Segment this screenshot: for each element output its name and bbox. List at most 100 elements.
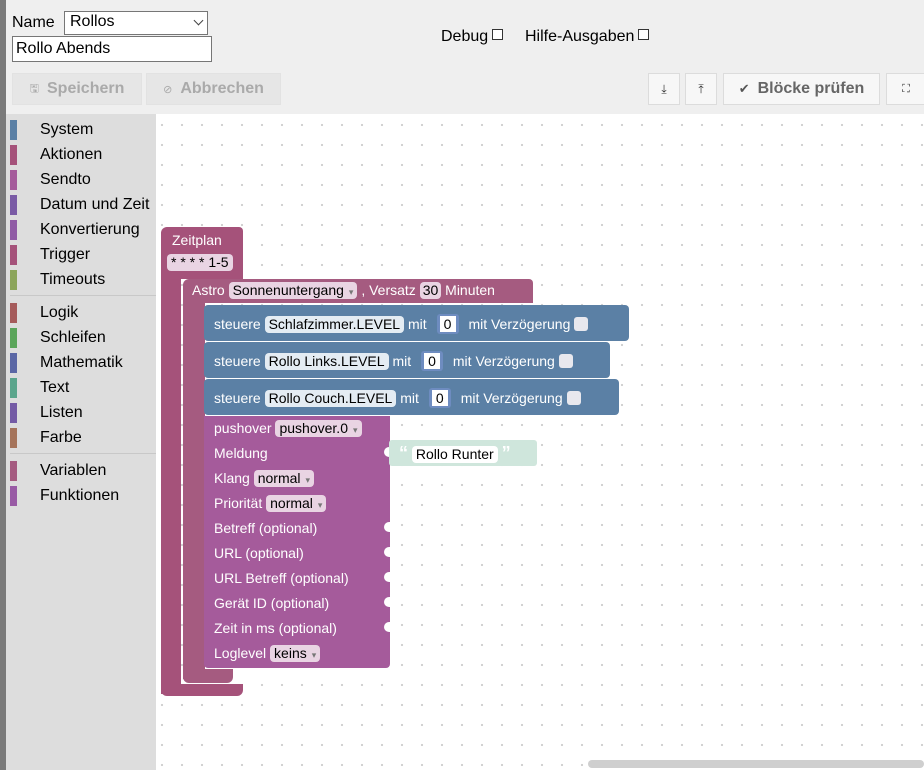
category-color-bar: [10, 270, 17, 290]
control-target-field[interactable]: Schlafzimmer.LEVEL: [264, 316, 405, 333]
control-value-block[interactable]: 0: [436, 314, 459, 334]
control-delay-checkbox[interactable]: [566, 391, 581, 405]
pushover-instance-dropdown[interactable]: pushover.0: [275, 420, 362, 437]
check-blocks-button[interactable]: ✔ Blöcke prüfen: [723, 73, 880, 105]
message-text-field[interactable]: Rollo Runter: [411, 446, 498, 463]
category-label: Funktionen: [40, 487, 120, 504]
url-label: URL (optional): [214, 545, 304, 561]
cancel-button[interactable]: ⊘ Abbrechen: [146, 73, 281, 105]
folder-select[interactable]: Rollos: [64, 11, 208, 35]
left-edge: [0, 0, 6, 770]
control-value: 0: [424, 353, 440, 369]
category-color-bar: [10, 145, 17, 165]
schedule-title: Zeitplan: [172, 232, 222, 248]
toolbox-separator: [10, 295, 156, 296]
category-label: Mathematik: [40, 354, 123, 371]
pushover-label: pushover: [214, 420, 272, 436]
category-color-bar: [10, 170, 17, 190]
priority-dropdown[interactable]: normal: [266, 495, 327, 512]
cron-value: * * * * 1-5: [167, 254, 233, 271]
control-prefix: steuere: [214, 390, 261, 406]
subject-label: Betreff (optional): [214, 520, 318, 536]
control-delay-checkbox[interactable]: [558, 354, 573, 368]
category-label: Listen: [40, 404, 83, 421]
category-system[interactable]: System: [10, 118, 156, 140]
debug-toggle[interactable]: Debug: [441, 28, 504, 46]
control-value-block[interactable]: 0: [421, 351, 443, 371]
download-icon: ⤓: [661, 81, 667, 96]
category-variablen[interactable]: Variablen: [10, 459, 156, 481]
category-listen[interactable]: Listen: [10, 401, 156, 423]
debug-checkbox[interactable]: [492, 29, 504, 40]
loglevel-dropdown[interactable]: keins: [270, 645, 321, 662]
control-block[interactable]: steuere Rollo Couch.LEVEL mit 0 mit Verz…: [204, 379, 619, 415]
category-schleifen[interactable]: Schleifen: [10, 326, 156, 348]
horizontal-scrollbar[interactable]: [588, 760, 924, 768]
category-aktionen[interactable]: Aktionen: [10, 143, 156, 165]
astro-label: Astro: [192, 282, 225, 298]
device-label: Gerät ID (optional): [214, 595, 330, 611]
category-color-bar: [10, 245, 17, 265]
fullscreen-button[interactable]: ⛶: [886, 73, 924, 105]
category-mathematik[interactable]: Mathematik: [10, 351, 156, 373]
help-toggle[interactable]: Hilfe-Ausgaben: [525, 28, 650, 46]
category-sendto[interactable]: Sendto: [10, 168, 156, 190]
schedule-block-bottom: [161, 684, 243, 696]
save-button[interactable]: 🖫 Speichern: [12, 73, 142, 105]
text-block[interactable]: “ Rollo Runter ”: [389, 440, 537, 466]
cancel-icon: ⊘: [163, 83, 173, 96]
astro-offset-label: , Versatz: [361, 282, 416, 298]
category-datum-und-zeit[interactable]: Datum und Zeit: [10, 193, 156, 215]
control-value: 0: [439, 316, 456, 332]
category-label: Timeouts: [40, 271, 106, 288]
control-value-block[interactable]: 0: [428, 388, 451, 408]
pushover-block[interactable]: pushover pushover.0 Meldung Klang normal…: [204, 416, 390, 668]
save-icon: 🖫: [29, 82, 39, 95]
script-name-input[interactable]: Rollo Abends: [12, 36, 212, 62]
import-button[interactable]: ⤒: [685, 73, 717, 105]
schedule-block[interactable]: Zeitplan * * * * 1-5: [161, 227, 243, 279]
control-block[interactable]: steuere Schlafzimmer.LEVEL mit 0 mit Ver…: [204, 305, 629, 341]
category-label: Aktionen: [40, 146, 103, 163]
input-socket: [384, 572, 390, 582]
debug-label: Debug: [441, 28, 489, 45]
help-checkbox[interactable]: [638, 29, 650, 40]
control-target-field[interactable]: Rollo Couch.LEVEL: [264, 390, 397, 407]
control-block[interactable]: steuere Rollo Links.LEVEL mit 0 mit Verz…: [204, 342, 610, 378]
category-color-bar: [10, 120, 17, 140]
astro-event-dropdown[interactable]: Sonnenuntergang: [228, 282, 358, 299]
control-mit-label: mit: [407, 316, 427, 332]
category-label: Logik: [40, 304, 79, 321]
category-trigger[interactable]: Trigger: [10, 243, 156, 265]
control-target-field[interactable]: Rollo Links.LEVEL: [264, 353, 389, 370]
help-label: Hilfe-Ausgaben: [525, 28, 635, 45]
sound-dropdown[interactable]: normal: [253, 470, 315, 487]
category-color-bar: [10, 403, 17, 423]
category-farbe[interactable]: Farbe: [10, 426, 156, 448]
control-mit-label: mit: [392, 353, 412, 369]
control-delay-checkbox[interactable]: [574, 317, 589, 331]
time-label: Zeit in ms (optional): [214, 620, 337, 636]
schedule-cron-field[interactable]: * * * * 1-5: [167, 254, 233, 271]
category-funktionen[interactable]: Funktionen: [10, 484, 156, 506]
astro-block[interactable]: Astro Sonnenuntergang , Versatz 30 Minut…: [183, 279, 533, 303]
input-socket: [384, 622, 390, 632]
control-value: 0: [431, 390, 448, 406]
export-button[interactable]: ⤓: [648, 73, 680, 105]
check-blocks-label: Blöcke prüfen: [757, 80, 865, 97]
astro-offset-input[interactable]: 30: [419, 282, 442, 299]
blockly-workspace[interactable]: Zeitplan * * * * 1-5 Astro Sonnenunterga…: [156, 114, 924, 770]
category-label: System: [40, 121, 94, 138]
category-text[interactable]: Text: [10, 376, 156, 398]
category-color-bar: [10, 328, 17, 348]
control-delay-label: mit Verzögerung: [460, 390, 563, 406]
category-logik[interactable]: Logik: [10, 301, 156, 323]
category-konvertierung[interactable]: Konvertierung: [10, 218, 156, 240]
loglevel-label: Loglevel: [214, 645, 267, 661]
category-label: Schleifen: [40, 329, 106, 346]
category-timeouts[interactable]: Timeouts: [10, 268, 156, 290]
fullscreen-icon: ⛶: [902, 82, 910, 95]
input-socket: [384, 547, 390, 557]
category-color-bar: [10, 195, 17, 215]
category-label: Farbe: [40, 429, 82, 446]
